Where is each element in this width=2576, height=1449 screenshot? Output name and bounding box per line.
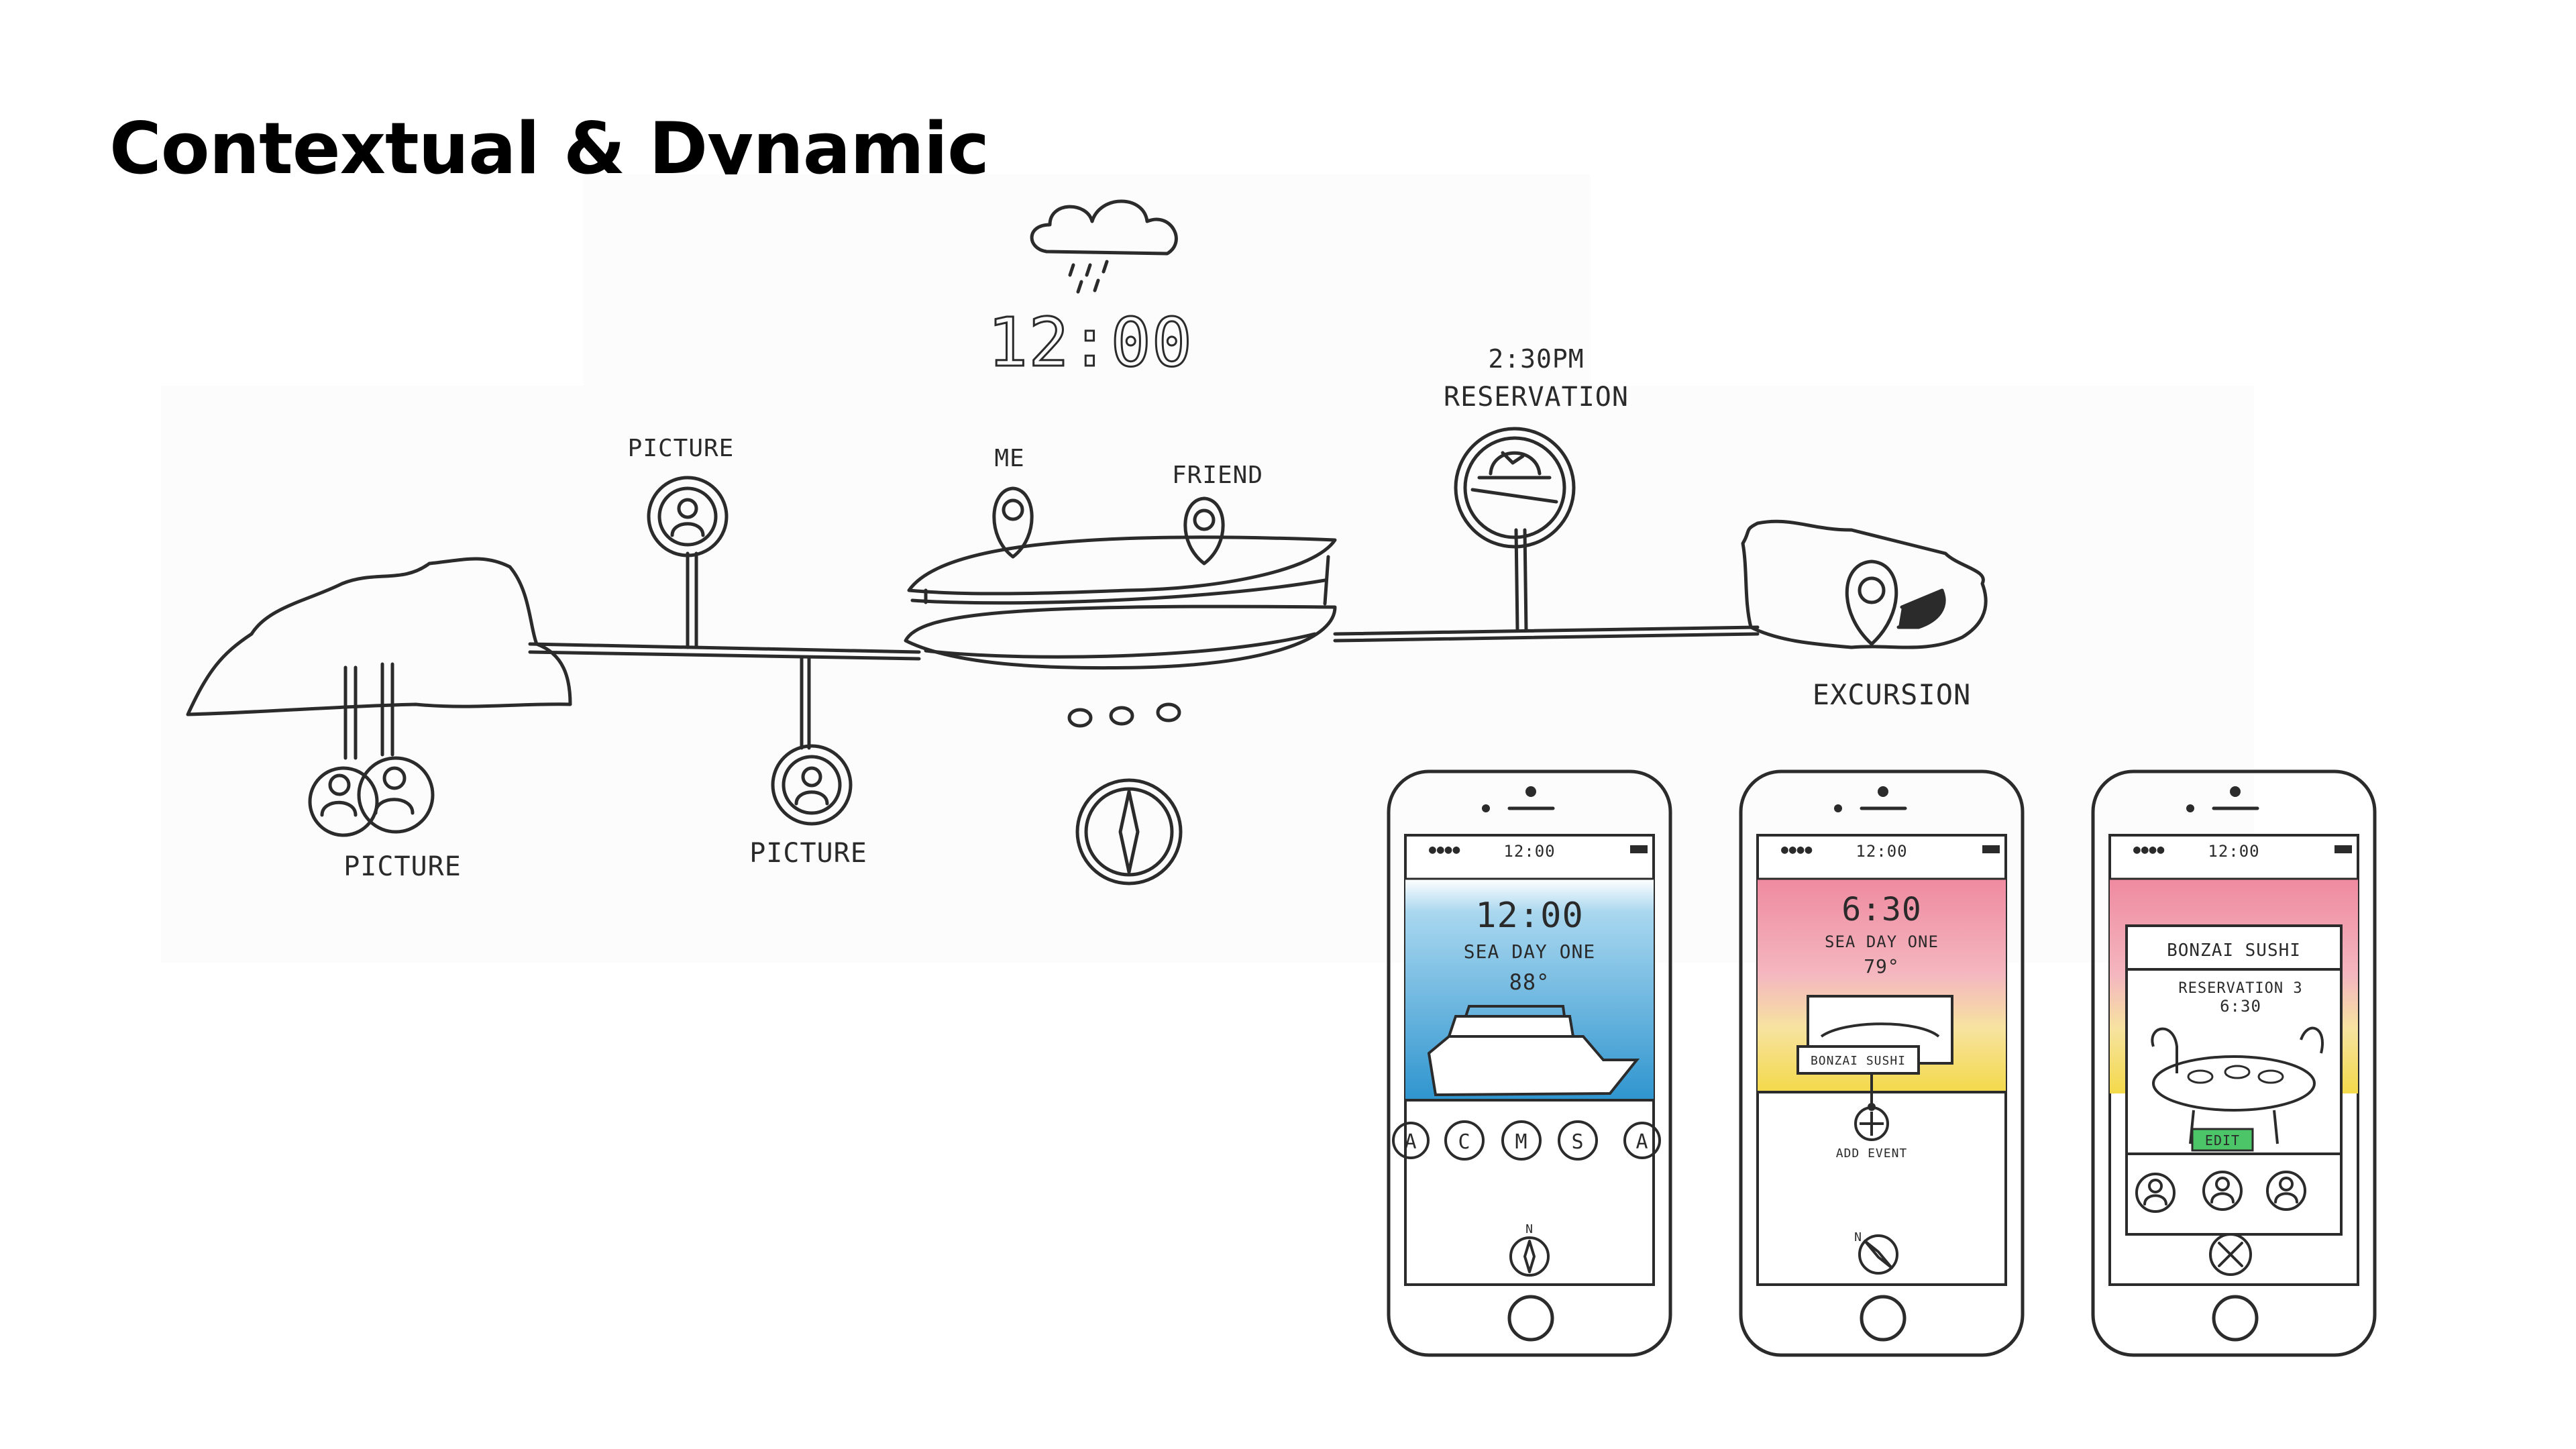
ship-icon — [904, 535, 1337, 670]
label-picture-bottom: PICTURE — [749, 838, 867, 869]
reservation-pin — [1454, 427, 1576, 633]
phone-3-reservation: RESERVATION 3 — [2178, 980, 2302, 997]
svg-text:A: A — [1404, 1130, 1417, 1154]
phone-2-compass-label: N — [1854, 1230, 1862, 1244]
label-picture-left: PICTURE — [343, 851, 462, 882]
timeline-line — [528, 625, 1760, 661]
phone-3-edit-button[interactable]: EDIT — [2191, 1128, 2254, 1152]
friend-pin-icon — [1183, 496, 1225, 566]
picture-pin-bottom — [771, 655, 853, 826]
phone-2-time: 6:30 — [1841, 891, 1922, 928]
label-reservation-time: 2:30PM — [1488, 344, 1584, 374]
label-reservation: RESERVATION — [1444, 382, 1629, 413]
phone-1-signal: ●●●● — [1429, 843, 1460, 857]
me-pin-icon — [992, 486, 1034, 559]
phone-2-add-label: ADD EVENT — [1836, 1146, 1908, 1161]
phone-1-time: 12:00 — [1475, 896, 1584, 936]
phone-3-status-time: 12:00 — [2208, 842, 2259, 861]
label-picture-top: PICTURE — [628, 435, 735, 462]
phone-2: ●●●● — [1739, 769, 2025, 1357]
phone-1-nav-item-4[interactable]: A — [1623, 1122, 1661, 1159]
phone-2-add-event-button[interactable] — [1854, 1106, 1889, 1141]
phone-2-day: SEA DAY ONE — [1825, 932, 1939, 951]
label-excursion: EXCURSION — [1813, 678, 1972, 711]
compass-icon — [1075, 778, 1183, 885]
phone-1-nav-item-1[interactable]: C — [1444, 1120, 1485, 1161]
phone-2-status-time: 12:00 — [1856, 842, 1907, 861]
phone-1-temp: 88° — [1509, 969, 1550, 995]
picture-pin-top — [647, 476, 729, 649]
phone-3-avatar-1[interactable] — [2135, 1173, 2176, 1213]
phone-2-venue: BONZAI SUSHI — [1811, 1054, 1906, 1068]
phone-3: ●●●● — [2091, 769, 2377, 1357]
phone-1-compass-label: N — [1525, 1222, 1534, 1236]
svg-text:A: A — [1635, 1130, 1648, 1154]
phone-3-edit-label: EDIT — [2205, 1132, 2240, 1148]
phone-3-avatar-2[interactable] — [2202, 1171, 2243, 1211]
phone-1-compass-icon[interactable] — [1509, 1236, 1550, 1277]
phone-1-nav: A C M S A — [1392, 1120, 1661, 1161]
pagination-dots — [1067, 702, 1181, 728]
label-friend: FRIEND — [1172, 462, 1263, 489]
svg-text:C: C — [1458, 1130, 1470, 1154]
phone-1-nav-item-3[interactable]: S — [1558, 1120, 1598, 1161]
phone-2-temp: 79° — [1864, 955, 1900, 977]
svg-text:M: M — [1515, 1130, 1527, 1154]
label-me: ME — [994, 445, 1024, 472]
rain-cloud-icon — [1030, 199, 1178, 294]
phone-1-status-time: 12:00 — [1503, 842, 1555, 861]
phone-3-signal: ●●●● — [2133, 843, 2165, 857]
phone-1-nav-item-0[interactable]: A — [1392, 1122, 1430, 1159]
phone-1-nav-item-2[interactable]: M — [1501, 1120, 1542, 1161]
phone-3-avatar-3[interactable] — [2266, 1171, 2306, 1211]
clock-label: 12:00 — [987, 303, 1193, 382]
phone-2-compass-icon[interactable] — [1858, 1234, 1898, 1275]
excursion-pin-icon — [1845, 559, 1946, 646]
phone-2-signal: ●●●● — [1781, 843, 1813, 857]
phone-1: ●●●● — [1387, 769, 1672, 1357]
island-left — [186, 557, 572, 716]
svg-text:S: S — [1571, 1130, 1584, 1154]
phone-3-venue: BONZAI SUSHI — [2167, 941, 2301, 961]
phone-3-time: 6:30 — [2220, 997, 2261, 1016]
picture-cluster-left — [308, 662, 435, 837]
phone-1-day: SEA DAY ONE — [1464, 941, 1595, 963]
island-right — [1741, 519, 1988, 649]
phone-3-close-icon[interactable] — [2209, 1233, 2252, 1276]
